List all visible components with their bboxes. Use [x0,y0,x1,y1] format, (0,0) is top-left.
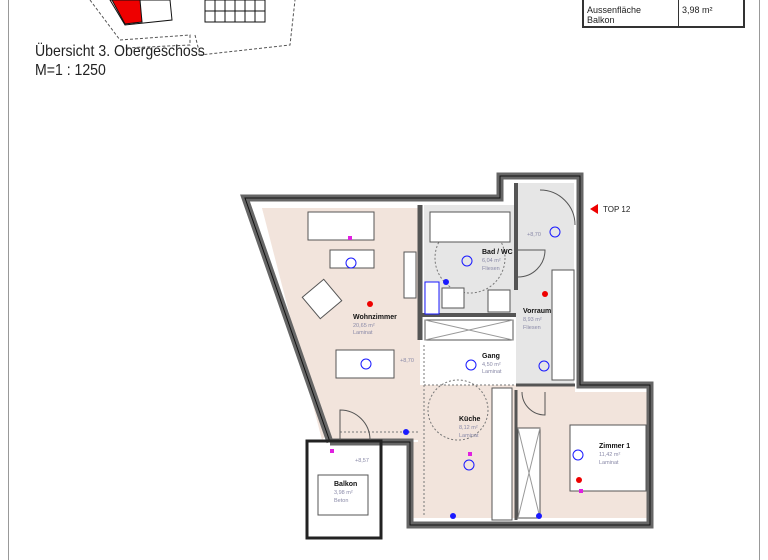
room-label-vorraum: Vorraum 8,93 m² Fliesen [523,308,551,331]
room-label-balkon: Balkon 3,98 m² Beton [334,481,357,504]
living-room-floor [262,208,420,440]
svg-text:8,12 m²: 8,12 m² [459,425,478,431]
svg-text:Zimmer 1: Zimmer 1 [599,443,630,450]
doors [339,189,576,441]
smoke-detectors [367,291,582,483]
svg-text:8,93 m²: 8,93 m² [523,317,542,323]
level-entry: +8,70 [527,232,541,238]
svg-text:4,50 m²: 4,50 m² [482,362,501,368]
room-label-gang: Gang 4,50 m² Laminat [482,353,502,375]
svg-text:Balkon: Balkon [334,481,357,488]
level-main: +8,70 [400,358,414,364]
overview-title: Übersicht 3. Obergeschoss [35,43,205,60]
svg-text:Laminat: Laminat [599,460,619,466]
unit-marker-label: TOP 12 [603,205,631,214]
svg-text:Fliesen: Fliesen [523,325,541,331]
overview-scale: M=1 : 1250 [35,62,106,79]
walls [240,172,654,540]
svg-text:Vorraum: Vorraum [523,308,551,315]
svg-text:Laminat: Laminat [353,330,373,336]
svg-text:Wohnzimmer: Wohnzimmer [353,314,397,321]
svg-text:3,98 m²: 3,98 m² [334,490,353,496]
level-balcony: +8,57 [355,458,369,464]
room-label-wohnzimmer: Wohnzimmer 20,65 m² Laminat [353,314,397,336]
room-label-kueche: Küche 8,12 m² Laminat [459,416,481,439]
svg-text:Gang: Gang [482,353,500,360]
svg-text:Fliesen: Fliesen [482,266,500,272]
outlets [403,279,542,519]
site-overview-map [89,0,296,56]
room-label-bad: Bad / WC 6,04 m² Fliesen [482,249,513,272]
area-value: 3,98 m² [678,0,745,28]
electrical-symbols [345,226,584,471]
overview-title-block: Übersicht 3. Obergeschoss M=1 : 1250 [35,42,205,80]
svg-text:Küche: Küche [459,416,481,423]
room-label-zimmer1: Zimmer 1 11,42 m² Laminat [599,443,630,466]
svg-text:11,42 m²: 11,42 m² [599,452,620,458]
page-frame [8,0,760,560]
svg-text:Laminat: Laminat [482,369,502,375]
svg-text:Bad / WC: Bad / WC [482,249,513,256]
svg-text:Laminat: Laminat [459,433,479,439]
pink-markers [330,236,583,493]
svg-text:6,04 m²: 6,04 m² [482,258,501,264]
svg-text:Beton: Beton [334,498,348,504]
unit-marker-icon [590,204,598,214]
furniture [301,211,647,521]
svg-text:20,65 m²: 20,65 m² [353,323,375,329]
